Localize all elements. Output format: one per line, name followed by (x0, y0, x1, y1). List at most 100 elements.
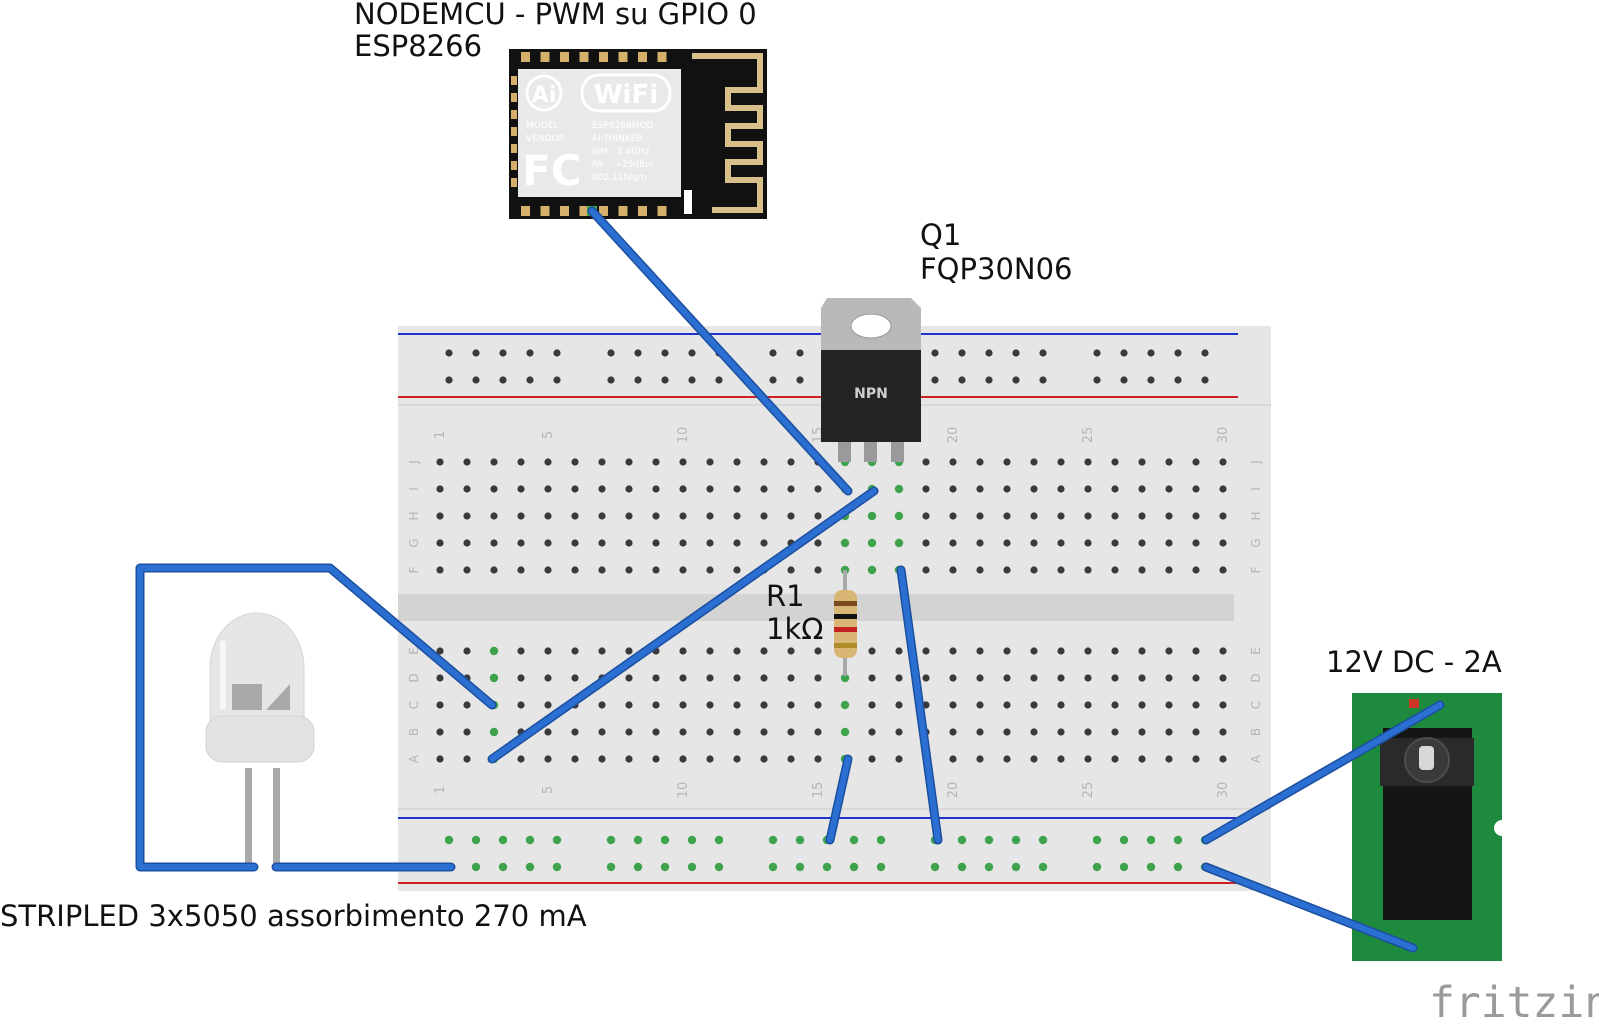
rail-hole (1119, 835, 1129, 845)
breadboard-hole (1111, 512, 1119, 520)
row-letter-label: I (1249, 487, 1263, 491)
rail-hole (688, 349, 696, 357)
rail-hole (930, 862, 940, 872)
breadboard-hole (949, 458, 957, 466)
breadboard-hole (814, 674, 822, 682)
esp-pad (511, 76, 517, 85)
rail-hole (633, 862, 643, 872)
wires (135, 206, 1445, 953)
breadboard-hole (1030, 755, 1038, 763)
rail-hole (472, 376, 480, 384)
rail-hole (984, 835, 994, 845)
breadboard-hole (733, 647, 741, 655)
breadboard-hole (1138, 674, 1146, 682)
breadboard-hole (1219, 485, 1227, 493)
dc-power-jack (1352, 693, 1510, 961)
resistor-band-black (834, 614, 857, 619)
breadboard-hole (976, 728, 984, 736)
breadboard-hole (733, 728, 741, 736)
rail-hole (1146, 835, 1156, 845)
breadboard-hole (625, 485, 633, 493)
rail-hole (633, 835, 643, 845)
breadboard-hole (463, 512, 471, 520)
led-leg-left (245, 768, 252, 866)
row-letter-label: D (407, 673, 421, 682)
breadboard-hole (706, 701, 714, 709)
breadboard-hole (1084, 728, 1092, 736)
row-letter-label: F (1249, 566, 1263, 573)
transistor-marking: NPN (854, 386, 888, 402)
breadboard-hole (1192, 674, 1200, 682)
breadboard-hole (1111, 458, 1119, 466)
mcu-model-label: ESP8266 (354, 29, 483, 63)
rail-hole (634, 376, 642, 384)
breadboard-hole (652, 539, 660, 547)
breadboard-hole (760, 755, 768, 763)
breadboard-hole (1003, 566, 1011, 574)
row-letter-label: J (1249, 460, 1263, 465)
row-letter-label: B (1249, 728, 1263, 736)
breadboard-hole (1030, 701, 1038, 709)
breadboard-hole (544, 485, 552, 493)
breadboard-hole (679, 485, 687, 493)
breadboard-hole (1192, 701, 1200, 709)
breadboard-hole (733, 539, 741, 547)
breadboard-hole (1030, 728, 1038, 736)
breadboard-hole (517, 485, 525, 493)
breadboard-hole (436, 512, 444, 520)
breadboard-hole (1057, 728, 1065, 736)
breadboard-hole (489, 646, 499, 656)
breadboard-hole (787, 674, 795, 682)
breadboard-hole (517, 674, 525, 682)
breadboard-hole (679, 458, 687, 466)
breadboard-hole (490, 566, 498, 574)
rail-hole (876, 835, 886, 845)
breadboard-hole (895, 755, 903, 763)
led-flange (205, 715, 315, 763)
breadboard-hole (436, 458, 444, 466)
rail-hole (931, 376, 939, 384)
breadboard-hole (490, 512, 498, 520)
breadboard-hole (1219, 728, 1227, 736)
esp-pad (599, 52, 608, 62)
power-jack-pin (1419, 746, 1434, 770)
breadboard-hole (679, 539, 687, 547)
breadboard-hole (1111, 539, 1119, 547)
breadboard-hole (1165, 512, 1173, 520)
row-letter-label: D (1249, 673, 1263, 682)
wire-mosfet-to-rail (896, 565, 943, 845)
breadboard-hole (949, 728, 957, 736)
rail-hole (876, 862, 886, 872)
row-letter-label: G (407, 538, 421, 547)
breadboard-hole (760, 539, 768, 547)
breadboard-hole (706, 728, 714, 736)
breadboard-hole (571, 728, 579, 736)
breadboard-hole (922, 566, 930, 574)
esp-pad (540, 52, 550, 62)
breadboard-hole (1138, 458, 1146, 466)
breadboard-hole (814, 647, 822, 655)
breadboard-hole (544, 458, 552, 466)
column-number-label: 20 (946, 782, 961, 799)
breadboard-hole (1165, 701, 1173, 709)
breadboard-hole (976, 674, 984, 682)
rail-hole (687, 862, 697, 872)
column-number-label: 1 (433, 786, 448, 794)
breadboard-hole (867, 565, 877, 575)
breadboard-hole (598, 755, 606, 763)
breadboard-hole (1219, 512, 1227, 520)
breadboard-hole (949, 566, 957, 574)
breadboard-hole (1003, 458, 1011, 466)
breadboard-hole (922, 512, 930, 520)
breadboard-hole (571, 512, 579, 520)
breadboard-hole (976, 458, 984, 466)
breadboard-hole (1030, 458, 1038, 466)
breadboard-hole (517, 647, 525, 655)
breadboard-hole (814, 755, 822, 763)
breadboard-hole (922, 458, 930, 466)
column-number-label: 5 (541, 786, 556, 794)
esp-pad (511, 144, 517, 153)
breadboard-hole (463, 701, 471, 709)
breadboard-hole (625, 755, 633, 763)
rail-hole (822, 862, 832, 872)
